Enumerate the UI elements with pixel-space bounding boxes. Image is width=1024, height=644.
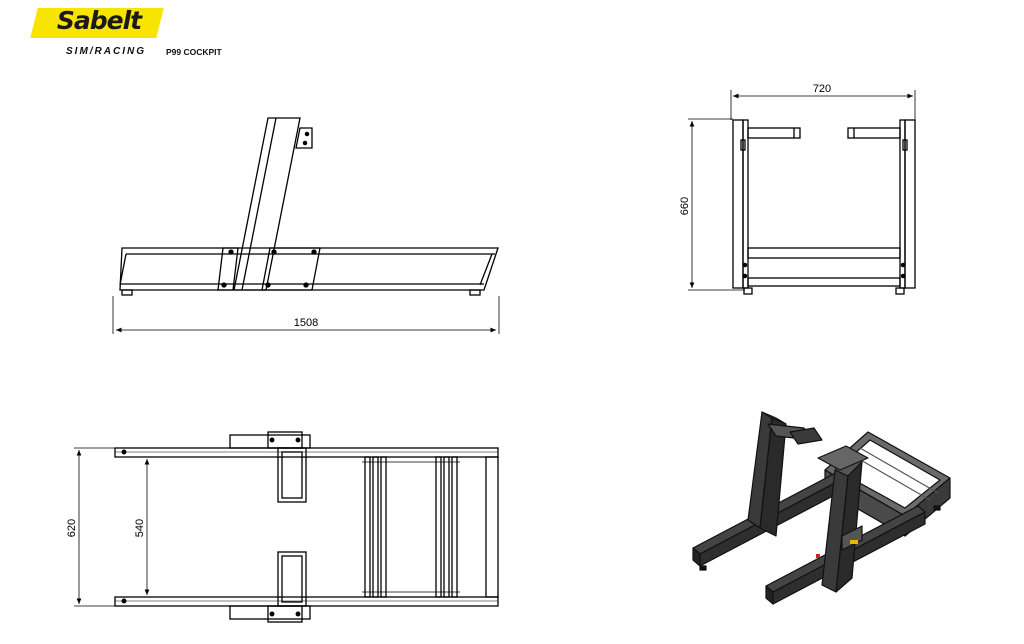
top-view	[74, 431, 499, 623]
sabelt-logo: Sabelt	[30, 6, 164, 38]
side-length-label: 1508	[294, 317, 318, 329]
iso-yellow-tag	[850, 540, 858, 544]
side-upright	[233, 117, 301, 291]
side-foot-rear	[469, 289, 481, 296]
logo-text: Sabelt	[56, 6, 142, 35]
front-left-arm	[747, 127, 801, 139]
sub-brand-label: SIM/RACING	[66, 46, 146, 57]
side-foot-front	[121, 289, 133, 296]
iso-top-plate	[817, 445, 869, 471]
top-inner-width-label: 540	[134, 519, 146, 537]
front-view	[688, 90, 916, 295]
front-bottom-bar	[747, 277, 901, 287]
top-rear-frame	[485, 456, 499, 598]
top-crossbar-1	[380, 456, 387, 598]
isometric-view	[692, 411, 951, 605]
side-view	[112, 117, 500, 334]
front-right-arm	[847, 127, 901, 139]
side-plate-center	[261, 247, 321, 291]
top-crossbar-2	[451, 456, 458, 598]
product-label: P99 COCKPIT	[166, 47, 222, 57]
side-wheel-bracket	[295, 127, 313, 149]
front-width-label: 720	[813, 83, 831, 95]
front-height-label: 660	[679, 197, 691, 215]
side-plate-left	[217, 247, 239, 291]
side-base-outline	[119, 247, 499, 291]
front-crossbar	[747, 247, 901, 259]
top-outer-width-label: 620	[66, 519, 78, 537]
